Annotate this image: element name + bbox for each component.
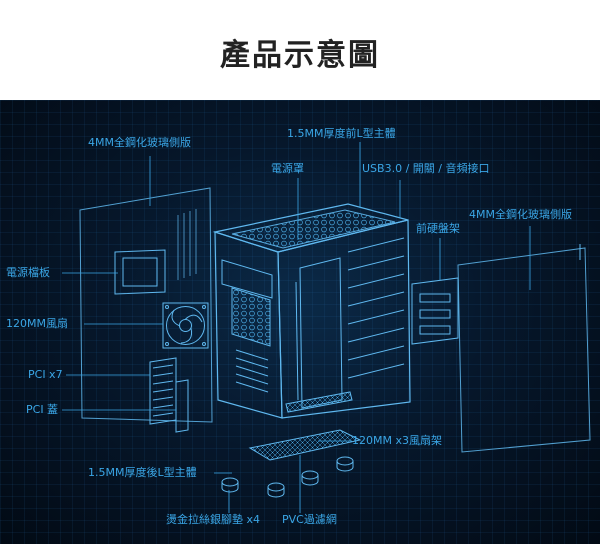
- psu-baffle-cutout: [122, 257, 158, 287]
- label-pci-cover: PCI 蓋: [26, 403, 59, 416]
- left-glass-panel: [79, 187, 213, 423]
- label-front-hdd: 前硬盤架: [416, 222, 460, 235]
- hdd-cage-rails: [347, 237, 405, 379]
- motherboard-tray: [299, 257, 343, 409]
- label-usb-io: USB3.0 / 開關 / 音頻接口: [362, 162, 490, 175]
- fan-120mm-drawing: [162, 302, 209, 349]
- header: 產品示意圖: [0, 0, 600, 100]
- exploded-case-drawing: [62, 142, 591, 513]
- label-psu-cover: 電源罩: [271, 162, 304, 175]
- label-psu-baffle: 電源檔板: [6, 266, 50, 279]
- label-fan-120: 120MM風扇: [6, 317, 68, 330]
- label-front-l-bracket: 1.5MM厚度前L型主體: [287, 127, 396, 140]
- leader-lines: [62, 142, 531, 513]
- bottom-fan-rack: [285, 391, 353, 413]
- label-feet: 燙金拉絲銀腳墊 x4: [166, 513, 261, 526]
- diagram-stage: 4MM全鋼化玻璃側版 1.5MM厚度前L型主體 電源罩 USB3.0 / 開關 …: [0, 100, 600, 544]
- front-drive-bay: [411, 277, 459, 345]
- psu-cover: [221, 259, 273, 299]
- label-fan-rack: 120MM x3風扇架: [352, 434, 442, 447]
- label-pvc-filter: PVC過濾網: [282, 513, 337, 526]
- page-title: 產品示意圖: [220, 38, 380, 73]
- silver-feet: [221, 456, 354, 498]
- label-left-glass: 4MM全鋼化玻璃側版: [88, 136, 191, 149]
- pci-bracket-stack: [149, 357, 177, 425]
- pvc-filter: [248, 429, 362, 461]
- left-glass-slots: [177, 209, 197, 280]
- right-glass-panel: [457, 247, 591, 453]
- top-honeycomb: [231, 209, 396, 249]
- label-pci-x7: PCI x7: [28, 368, 63, 381]
- rear-slot-lines: [235, 349, 269, 393]
- pci-cover-plate: [175, 379, 189, 433]
- psu-baffle-plate: [114, 249, 166, 295]
- chassis-rear: [214, 231, 283, 419]
- label-right-glass: 4MM全鋼化玻璃側版: [469, 208, 572, 221]
- rear-honeycomb: [231, 287, 271, 347]
- label-rear-l-bracket: 1.5MM厚度後L型主體: [88, 466, 197, 479]
